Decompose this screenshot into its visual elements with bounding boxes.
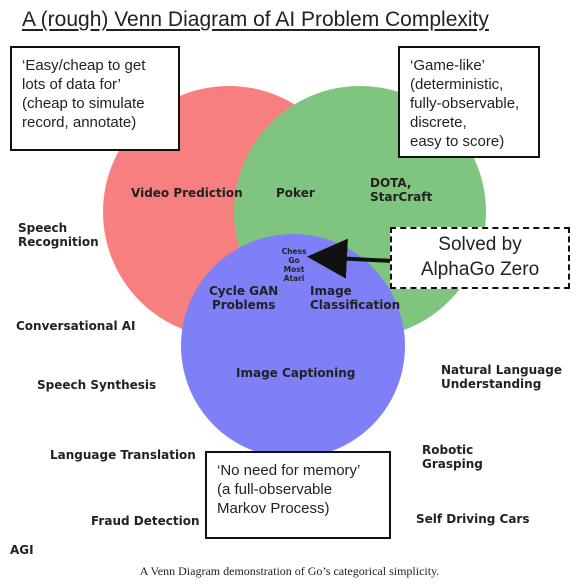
nlu-label: Natural Language Understanding	[441, 363, 562, 391]
speech-synthesis-label: Speech Synthesis	[37, 378, 157, 392]
solved-box: Solved by AlphaGo Zero	[390, 227, 570, 289]
cycle-gan-label: Cycle GAN Problems	[209, 284, 279, 312]
caption: A Venn Diagram demonstration of Go’s cat…	[139, 564, 440, 578]
robotic-grasping-label: Robotic Grasping	[422, 443, 483, 471]
poker-label: Poker	[276, 186, 315, 200]
solved-arrow	[307, 238, 393, 279]
data-box: ‘Easy/cheap to get lots of data for’ (ch…	[10, 46, 180, 151]
conversational-ai-label: Conversational AI	[16, 319, 136, 333]
memory-circle	[181, 234, 405, 458]
speech-recognition-label: Speech Recognition	[18, 221, 99, 249]
video-prediction-label: Video Prediction	[131, 186, 243, 200]
image-classification-label: Image Classification	[310, 284, 401, 312]
language-translation-label: Language Translation	[50, 448, 196, 462]
image-captioning-label: Image Captioning	[236, 366, 356, 380]
game-box: ‘Game-like’ (deterministic, fully-observ…	[398, 46, 540, 158]
center-label: Chess Go Most Atari	[281, 247, 307, 283]
memory-box: ‘No need for memory’ (a full-observable …	[205, 451, 391, 539]
agi-label: AGI	[10, 543, 34, 557]
self-driving-label: Self Driving Cars	[416, 512, 530, 526]
fraud-detection-label: Fraud Detection	[91, 514, 200, 528]
dota-label: DOTA, StarCraft	[370, 176, 433, 204]
page-title: A (rough) Venn Diagram of AI Problem Com…	[22, 8, 489, 31]
